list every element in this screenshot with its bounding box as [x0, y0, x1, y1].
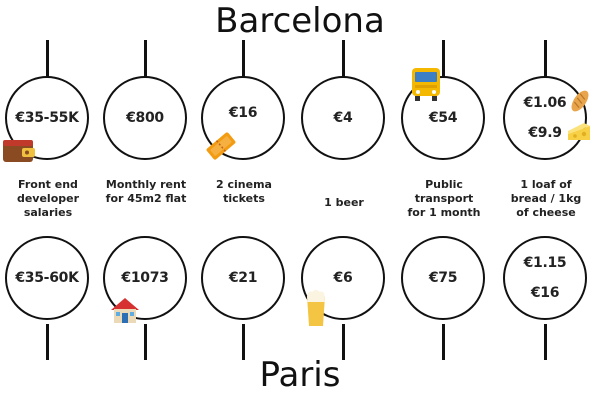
stem-bottom	[46, 324, 49, 360]
stem-bottom	[544, 324, 547, 360]
paris-price-cheese: €16	[530, 285, 560, 301]
comparison-column-beer: €4 1 beer €6	[296, 0, 392, 400]
paris-price: €6	[333, 270, 353, 286]
comparison-column-salaries: €35-55K Front end developer salaries €35…	[0, 0, 96, 400]
barcelona-price-circle: €4	[301, 76, 385, 160]
item-label: 2 cinema tickets	[216, 178, 272, 205]
item-label: 1 loaf of bread / 1kg of cheese	[510, 178, 582, 219]
barcelona-price: €54	[428, 110, 458, 126]
barcelona-price-circle: €1.06 €9.9	[503, 76, 587, 160]
city-title-barcelona: Barcelona	[215, 1, 385, 41]
beer-icon	[307, 290, 325, 326]
barcelona-price-cheese: €9.9	[528, 125, 562, 141]
item-label: Monthly rent for 45m2 flat	[105, 178, 187, 205]
ticket-icon	[206, 132, 236, 160]
paris-price-bread: €1.15	[523, 255, 567, 271]
item-label: Public transport for 1 month	[407, 178, 481, 219]
stem-bottom	[242, 324, 245, 360]
barcelona-price: €800	[126, 110, 164, 126]
stem-bottom	[442, 324, 445, 360]
stem-top	[544, 40, 547, 78]
stem-top	[242, 40, 245, 78]
paris-price-circle: €35-60K	[5, 236, 89, 320]
item-label: 1 beer	[324, 196, 364, 209]
stem-top	[144, 40, 147, 78]
bread-icon	[571, 90, 589, 112]
stem-top	[46, 40, 49, 78]
wallet-icon	[3, 140, 35, 162]
paris-price-circle: €1.15 €16	[503, 236, 587, 320]
comparison-column-rent: €800 Monthly rent for 45m2 flat €1073	[98, 0, 194, 400]
paris-price-circle: €75	[401, 236, 485, 320]
paris-price: €35-60K	[15, 270, 79, 286]
paris-price: €1073	[121, 270, 169, 286]
barcelona-price-bread: €1.06	[523, 95, 567, 111]
bus-icon	[412, 68, 440, 101]
comparison-column-transport: €54 Public transport for 1 month €75	[396, 0, 492, 400]
stem-bottom	[342, 324, 345, 360]
cheese-icon	[568, 123, 590, 140]
item-label: Front end developer salaries	[16, 178, 80, 219]
barcelona-price: €4	[333, 110, 353, 126]
barcelona-price-circle: €800	[103, 76, 187, 160]
barcelona-price-circle: €16	[201, 76, 285, 160]
stem-top	[442, 40, 445, 78]
barcelona-price: €35-55K	[15, 110, 79, 126]
paris-price: €75	[428, 270, 458, 286]
barcelona-price: €16	[228, 105, 258, 121]
paris-price: €21	[228, 270, 258, 286]
city-title-paris: Paris	[259, 355, 341, 395]
comparison-column-bread-cheese: €1.06 €9.9 1 loaf of bread / 1kg of chee…	[498, 0, 594, 400]
comparison-column-cinema: €16 2 cinema tickets €21	[196, 0, 292, 400]
paris-price-circle: €21	[201, 236, 285, 320]
stem-top	[342, 40, 345, 78]
house-icon	[111, 298, 139, 323]
stem-bottom	[144, 324, 147, 360]
